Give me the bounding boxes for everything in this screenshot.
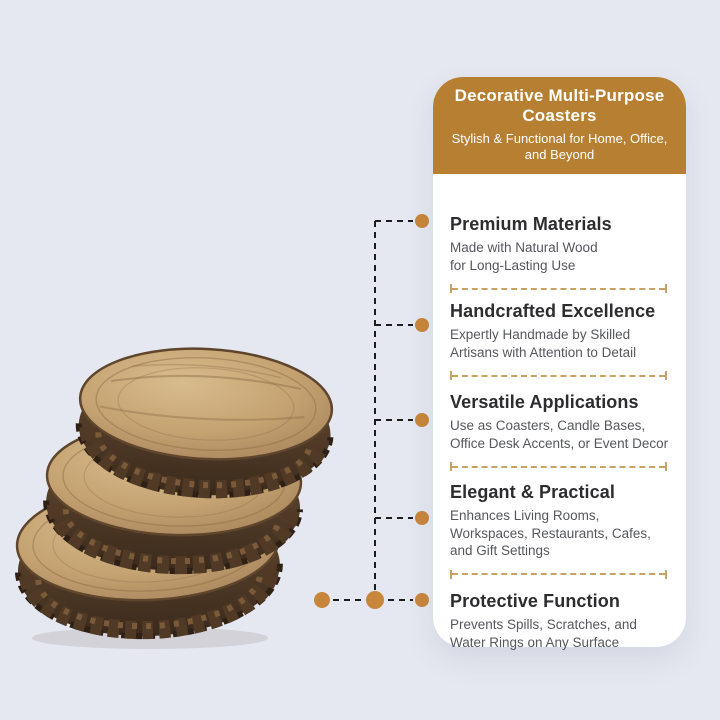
section-divider [450, 462, 667, 471]
bullet-dot-icon [415, 413, 429, 427]
feature-description: Prevents Spills, Scratches, and Water Ri… [450, 617, 637, 650]
divider-dashed-line [452, 573, 665, 575]
feature-description: Enhances Living Rooms, Workspaces, Resta… [450, 508, 651, 558]
feature-title: Versatile Applications [450, 392, 639, 412]
bullet-dot-icon [415, 214, 429, 228]
divider-dashed-line [452, 287, 665, 290]
feature-description: Made with Natural Wood for Long-Lasting … [450, 240, 598, 273]
feature-card: Decorative Multi-Purpose Coasters Stylis… [433, 77, 686, 650]
junction-dot-icon [366, 591, 384, 609]
feature-description: Expertly Handmade by Skilled Artisans wi… [450, 327, 637, 360]
feature-title: Protective Function [450, 591, 620, 611]
divider-dashed-line [452, 465, 665, 468]
section-divider [450, 570, 667, 579]
feature-title: Elegant & Practical [450, 482, 615, 502]
bullet-dot-icon [415, 511, 429, 525]
product-subtitle: Stylish & Functional for Home, Office, a… [451, 130, 668, 163]
coaster-top [75, 347, 334, 499]
feature-description: Use as Coasters, Candle Bases, Office De… [450, 418, 669, 451]
product-image-wood-coasters [14, 347, 334, 649]
card-header: Decorative Multi-Purpose Coasters Stylis… [433, 77, 686, 174]
feature-item: Handcrafted Excellence Expertly Handmade… [450, 300, 672, 380]
section-divider [450, 371, 667, 380]
feature-item: Versatile Applications Use as Coasters, … [450, 391, 672, 471]
feature-title: Premium Materials [450, 214, 612, 234]
feature-title: Handcrafted Excellence [450, 301, 656, 321]
feature-item: Elegant & Practical Enhances Living Room… [450, 481, 672, 579]
feature-list: Premium Materials Made with Natural Wood… [433, 174, 686, 650]
bullet-dot-icon [415, 593, 429, 607]
bullet-dot-icon [415, 318, 429, 332]
divider-dashed-line [452, 374, 665, 377]
section-divider [450, 284, 667, 293]
end-dot-icon [314, 592, 330, 608]
feature-item: Premium Materials Made with Natural Wood… [450, 213, 672, 293]
product-title: Decorative Multi-Purpose Coasters [454, 85, 665, 125]
feature-item: Protective Function Prevents Spills, Scr… [450, 590, 672, 651]
